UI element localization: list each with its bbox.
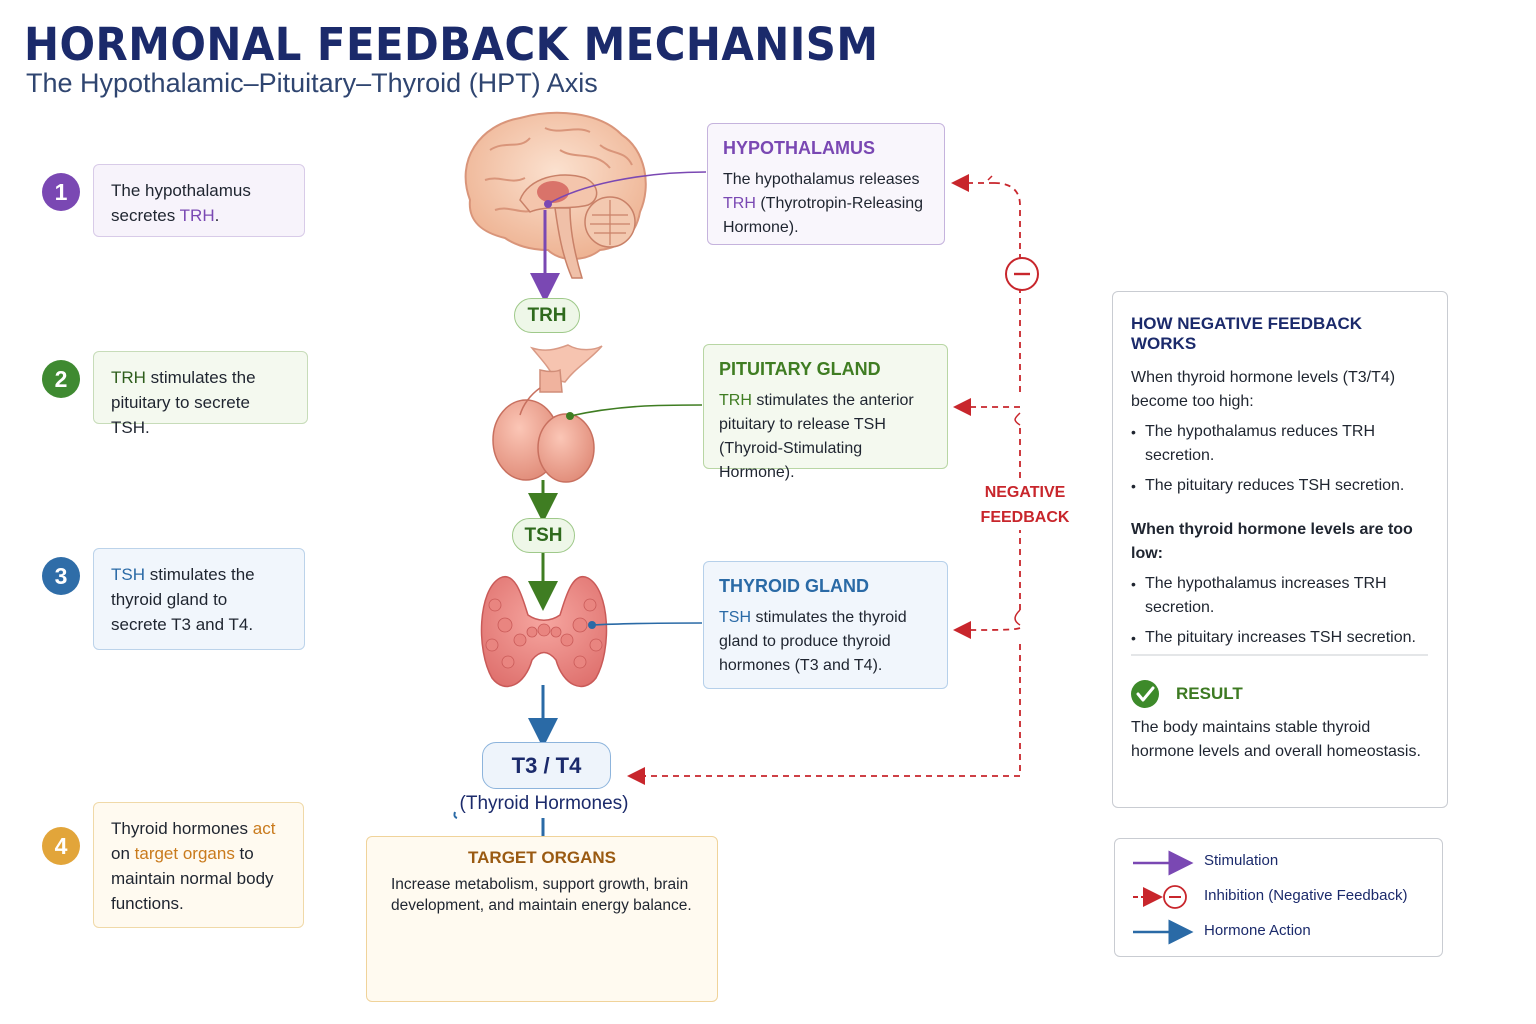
negative-feedback-line2: FEEDBACK <box>980 509 1070 526</box>
page-title: HORMONAL FEEDBACK MECHANISM <box>24 18 879 71</box>
step-4-highlight-act: act <box>252 819 276 838</box>
hypothalamus-title: HYPOTHALAMUS <box>723 138 875 158</box>
thyroid-illustration <box>480 575 608 688</box>
trh-pill: TRH <box>514 298 580 333</box>
panel-high-item: The hypothalamus reduces TRH secretion. <box>1131 420 1429 468</box>
panel-high-list: The hypothalamus reduces TRH secretion. … <box>1131 420 1429 498</box>
feedback-brace <box>987 175 1021 626</box>
result-text: The body maintains stable thyroid hormon… <box>1131 719 1421 760</box>
step-4-number: 4 <box>42 827 80 865</box>
hypothalamus-highlight: TRH <box>723 195 756 212</box>
target-organs-text: Increase metabolism, support growth, bra… <box>391 876 692 914</box>
negative-feedback-line1: NEGATIVE <box>984 484 1066 501</box>
thyroid-marker <box>588 621 596 629</box>
panel-high-item: The pituitary reduces TSH secretion. <box>1131 474 1429 498</box>
minus-circle-icon <box>1005 257 1039 291</box>
step-4-text-end: to maintain normal body functions. <box>111 844 274 913</box>
step-3-box: TSH stimulates the thyroid gland to secr… <box>93 548 305 650</box>
pituitary-title: PITUITARY GLAND <box>719 359 881 379</box>
step-3-text: stimulates the thyroid gland to secrete … <box>111 565 255 634</box>
hypothalamus-marker <box>544 200 552 208</box>
panel-low-item: The pituitary increases TSH secretion. <box>1131 626 1429 650</box>
step-2-text: stimulates the pituitary to secrete TSH. <box>111 368 256 437</box>
panel-high-intro: When thyroid hormone levels (T3/T4) beco… <box>1131 369 1396 410</box>
step-3-highlight: TSH <box>111 565 145 584</box>
pituitary-info-box: PITUITARY GLAND TRH stimulates the anter… <box>703 344 948 481</box>
legend <box>1114 838 1443 957</box>
step-1-text-end: . <box>214 206 220 225</box>
legend-stimulation: Stimulation <box>1204 852 1279 869</box>
t3t4-pill: T3 / T4 <box>482 742 611 789</box>
step-4-highlight-target: target organs <box>134 844 235 863</box>
thyroid-highlight: TSH <box>719 609 751 626</box>
feedback-branches <box>951 174 1021 639</box>
step-1-number: 1 <box>42 173 80 211</box>
t3t4-subtitle: (Thyroid Hormones) <box>459 793 629 814</box>
pituitary-highlight: TRH <box>719 392 752 409</box>
step-4-text-mid: on <box>111 844 135 863</box>
legend-hormone-action: Hormone Action <box>1204 922 1311 939</box>
step-4-box: Thyroid hormones act on target organs to… <box>93 802 304 928</box>
thyroid-title: THYROID GLAND <box>719 576 869 596</box>
hormone-tick <box>453 811 458 819</box>
pituitary-illustration <box>492 344 603 483</box>
step-2-highlight: TRH <box>111 368 146 387</box>
negative-feedback-panel: HOW NEGATIVE FEEDBACK WORKS When thyroid… <box>1112 291 1448 808</box>
negative-feedback-label: NEGATIVE FEEDBACK <box>972 480 1078 530</box>
panel-title: HOW NEGATIVE FEEDBACK WORKS <box>1131 314 1363 353</box>
pituitary-marker <box>566 412 574 420</box>
check-icon <box>1131 680 1159 708</box>
panel-low-item: The hypothalamus increases TRH secretion… <box>1131 572 1429 620</box>
thyroid-text: stimulates the thyroid gland to produce … <box>719 609 907 674</box>
tsh-pill: TSH <box>512 518 575 553</box>
thyroid-connector <box>591 622 703 626</box>
step-2-box: TRH stimulates the pituitary to secrete … <box>93 351 308 437</box>
thyroid-info-box: THYROID GLAND TSH stimulates the thyroid… <box>703 561 948 689</box>
step-3-number: 3 <box>42 557 80 595</box>
legend-glyphs <box>1133 850 1194 945</box>
brain-illustration <box>464 111 647 279</box>
hypothalamus-text-end: (Thyrotropin-Releasing Hormone). <box>723 195 924 236</box>
panel-low-intro: When thyroid hormone levels are too low: <box>1131 521 1413 562</box>
step-1-box: The hypothalamus secretes TRH. <box>93 164 305 237</box>
target-organs-box: TARGET ORGANS Increase metabolism, suppo… <box>366 836 718 1002</box>
panel-low-list: The hypothalamus increases TRH secretion… <box>1131 572 1429 650</box>
step-1-text: The hypothalamus secretes <box>111 181 251 225</box>
hypothalamus-connector <box>547 171 707 205</box>
hypothalamus-info-box: HYPOTHALAMUS The hypothalamus releases T… <box>707 123 945 245</box>
step-2-number: 2 <box>42 360 80 398</box>
legend-inhibition: Inhibition (Negative Feedback) <box>1204 887 1408 904</box>
target-organs-title: TARGET ORGANS <box>468 848 616 867</box>
step-4-text: Thyroid hormones <box>111 819 253 838</box>
page-subtitle: The Hypothalamic–Pituitary–Thyroid (HPT)… <box>26 68 598 98</box>
result-title: RESULT <box>1176 684 1243 703</box>
pituitary-text: stimulates the anterior pituitary to rel… <box>719 392 914 481</box>
pituitary-connector <box>569 404 703 417</box>
hypothalamus-text: The hypothalamus releases <box>723 171 920 188</box>
step-1-highlight: TRH <box>179 206 215 225</box>
